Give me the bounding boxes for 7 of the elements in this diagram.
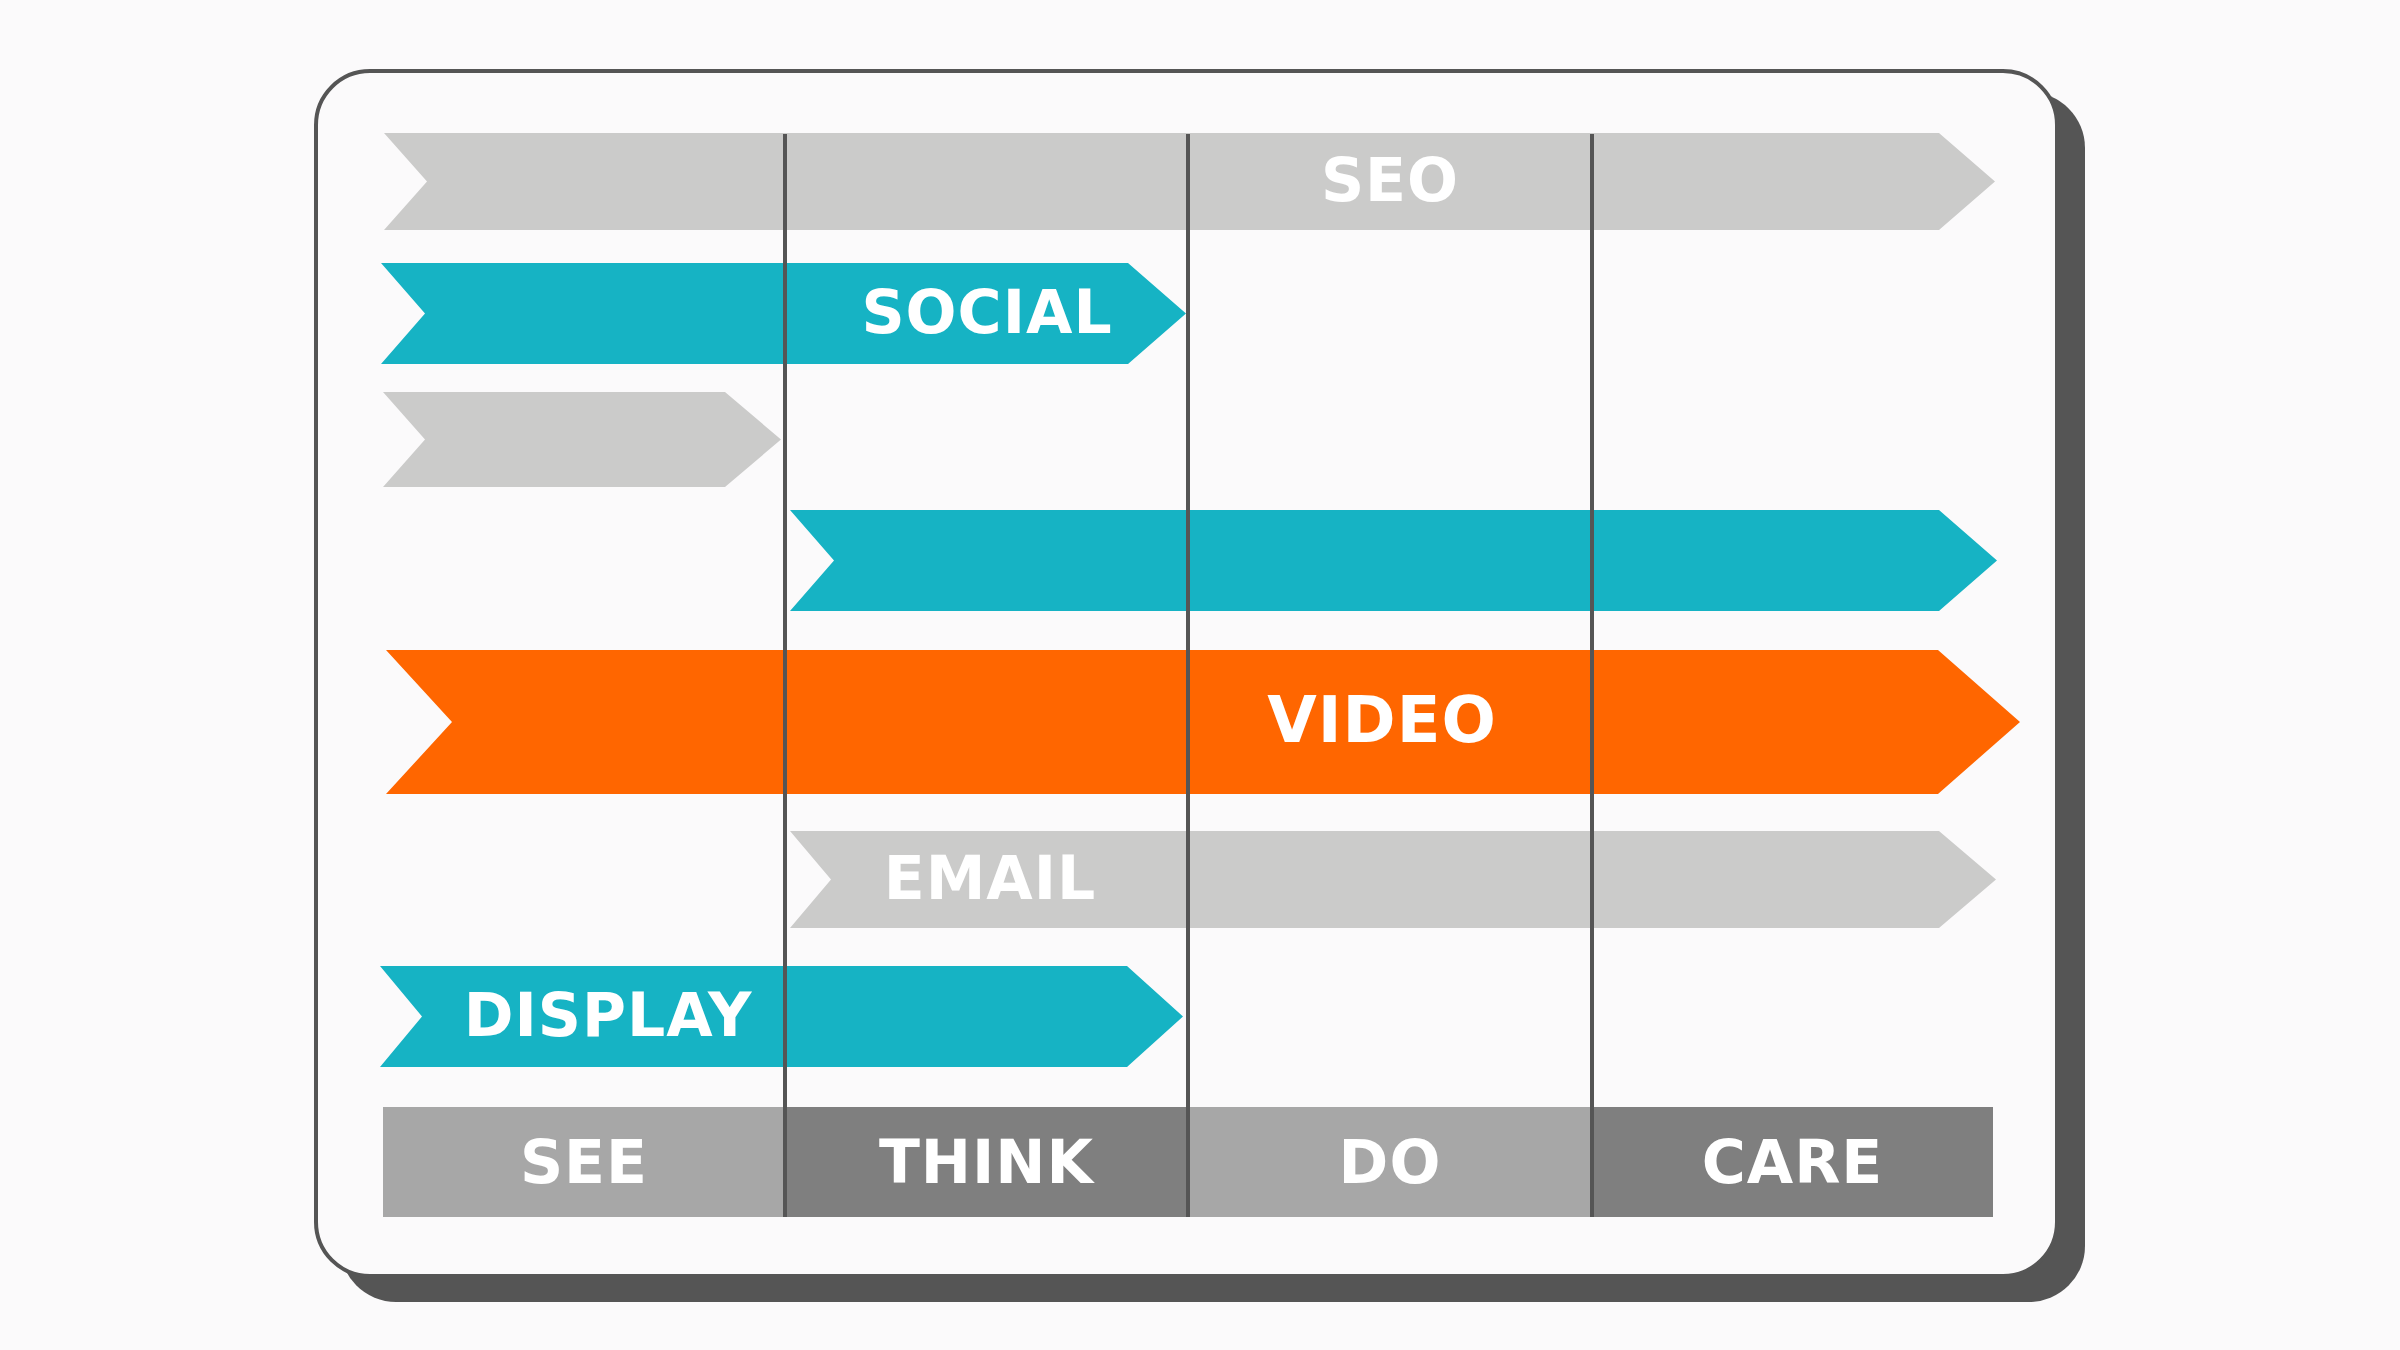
stage-header: CARE <box>1592 1107 1993 1217</box>
stage-header: SEE <box>383 1107 785 1217</box>
channel-label: SOCIAL <box>861 282 1113 342</box>
channel-label: VIDEO <box>1267 688 1497 753</box>
channel-label: DISPLAY <box>463 985 753 1045</box>
stage-header: THINK <box>785 1107 1188 1217</box>
stage-header: DO <box>1188 1107 1592 1217</box>
